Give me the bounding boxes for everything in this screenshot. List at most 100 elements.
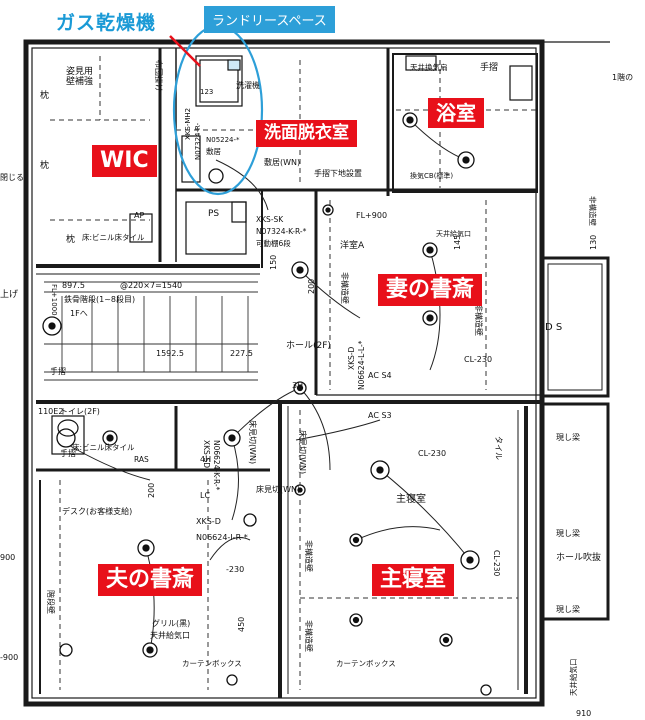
- label-d8975: 897.5: [62, 281, 85, 290]
- label-tairu: タイル: [494, 436, 503, 460]
- label-kaidan-kabe: 階段壁: [46, 590, 56, 614]
- label-d15925: 1592.5: [156, 349, 184, 358]
- label-n130: 130: [589, 235, 598, 250]
- gas-dryer-label: ガス乾燥機: [56, 12, 157, 34]
- label-n06624-ir: N06624-I-R-*: [196, 533, 248, 542]
- label-ikkai: 1階の: [612, 72, 633, 82]
- label-carten2: カーテンボックス: [336, 659, 396, 668]
- label-lc: LC: [200, 491, 210, 500]
- label-yuka-mikiri2: 床見切(WN): [248, 420, 258, 464]
- label-tenjo-kyuki3: 天井給気口: [150, 630, 190, 640]
- label-kado-6dan: 可動棚6段: [256, 238, 291, 248]
- label-ac-s4: AC S4: [368, 371, 392, 380]
- label-toire2f: トイレ(2F): [60, 407, 100, 416]
- label-xks-sk: XKS-SK: [256, 215, 284, 224]
- label-n145: 145: [453, 235, 462, 250]
- label-hikozo-kabe5: 非構造壁: [588, 196, 598, 226]
- master-bedroom-label: 主寝室: [372, 564, 455, 596]
- label-agari: 上げ: [0, 289, 18, 300]
- label-tenjo-kyuki1: 天井給気口: [436, 229, 471, 238]
- label-xks-mh2: XKS-MH2: [184, 108, 192, 140]
- label-ap: AP: [134, 211, 144, 220]
- label-xks-sd: XKS-SD: [202, 440, 211, 468]
- label-ac-s3: AC S3: [368, 411, 392, 420]
- wife-study-label: 妻の書斎: [378, 274, 483, 306]
- label-shushinshitsu: 主寝室: [396, 492, 426, 505]
- label-sugatami: 姿見用: [66, 65, 93, 77]
- label-n06624-kr: N06624-K-R-*: [212, 440, 221, 491]
- outer-walls: [23, 39, 610, 707]
- label-n1000: FL+1000: [50, 284, 58, 316]
- label-kanki-cb: 換気CB(標準): [410, 171, 453, 180]
- label-cl230d: -230: [226, 565, 244, 574]
- label-grill: グリル(黒): [152, 618, 190, 628]
- label-f1he: 1Fへ: [70, 309, 88, 318]
- label-cl230a: CL-230: [464, 355, 492, 364]
- label-makura3: 枕: [66, 233, 75, 245]
- label-sentakuki: 洗濯機: [236, 80, 260, 90]
- label-desk: デスク(お客様支給): [62, 506, 132, 516]
- label-carten1: カーテンボックス: [182, 659, 242, 668]
- label-n200a: 200: [147, 483, 156, 498]
- label-h4: 4H: [200, 455, 211, 464]
- label-utsushi2: 現し梁: [556, 529, 580, 538]
- label-tenjo-kanki: 天井換気扇: [410, 62, 448, 72]
- label-yoshitsu-a: 洋室A: [340, 239, 365, 251]
- bathroom-label: 浴室: [428, 98, 484, 128]
- label-tenjo-kyuki2: 天井給気口: [568, 659, 578, 697]
- label-n07324-r: N07324-R-: [194, 122, 202, 160]
- label-xks-d1: XKS-D: [347, 346, 356, 370]
- room-labels: 枕 枕 枕 姿見用 壁補強 天井換気扇 手摺 洗濯機 123 手摺下地設置 敷居…: [0, 61, 633, 718]
- label-d220: @220×7=1540: [120, 281, 182, 290]
- label-d900b: -900: [0, 653, 18, 662]
- laundry-space-label: ランドリースペース: [204, 6, 335, 33]
- label-kabe-hokyo: 壁補強: [66, 75, 93, 87]
- label-ds: D S: [545, 322, 562, 333]
- label-h3: 3H: [292, 381, 303, 390]
- label-hall2f: ホール(2F): [286, 340, 331, 351]
- label-ps: PS: [208, 209, 219, 219]
- washroom-label: 洗面脱衣室: [256, 120, 357, 147]
- label-yuka-mikiri3: 床見切(WN): [298, 430, 308, 474]
- label-n150: 150: [269, 255, 278, 270]
- bath-fixtures: [51, 55, 533, 455]
- label-hall-fukinuke: ホール吹抜: [556, 551, 601, 563]
- label-utsushi1: 現し梁: [556, 433, 580, 442]
- label-yuka-mikiri1: 床見切(WN): [256, 484, 300, 494]
- label-n200b: 200: [307, 279, 316, 294]
- label-n06624-l1: N06624-L-L-*: [357, 340, 366, 390]
- wic-label: WIC: [92, 145, 157, 177]
- label-d910: 910: [576, 709, 591, 718]
- label-makura1: 枕: [40, 89, 49, 101]
- label-cl230c: CL-230: [492, 550, 501, 577]
- label-tesuri-shita: 手摺下地設置: [314, 168, 362, 178]
- label-tekkotsu: 鉄骨階段(1~8段目): [64, 294, 135, 304]
- label-n05224: N05224-*: [206, 136, 240, 144]
- label-yuka-vinyl2: 床:ビニル床タイル: [72, 442, 135, 452]
- label-n07324-kr: N07324-K-R-*: [256, 227, 307, 236]
- husband-study-label: 夫の書斎: [98, 564, 203, 596]
- label-hikozo-kabe3: 非構造壁: [304, 540, 314, 572]
- gas-dryer-pointer: [169, 35, 201, 67]
- label-tesuri3: 手摺: [60, 448, 76, 458]
- label-n450: 450: [237, 617, 246, 632]
- label-code-123: 123: [200, 88, 213, 96]
- dashed-lines: [50, 56, 536, 690]
- label-d900a: 900: [0, 553, 15, 562]
- label-rasu: RAS: [134, 455, 149, 464]
- label-tesuri1: 手摺: [480, 61, 498, 73]
- label-fl900: FL+900: [356, 211, 387, 220]
- label-xks-d2: XKS-D: [196, 517, 221, 526]
- label-utsushi3: 現し梁: [556, 605, 580, 614]
- label-makura2: 枕: [40, 159, 49, 171]
- label-d110e2: 110E2: [38, 407, 63, 416]
- label-tojiru: 閉じる: [0, 173, 24, 182]
- label-hikozo-kabe1: 非構造壁: [340, 272, 350, 304]
- label-cl230b: CL-230: [418, 449, 446, 458]
- label-hikozo-kabe4: 非構造壁: [304, 620, 314, 652]
- label-nuno-kake: 布団掛け: [154, 60, 164, 92]
- label-tesuri2: 手摺: [50, 366, 66, 376]
- label-shikii: 敷居: [206, 146, 221, 156]
- label-shikii-wn: 敷居(WN): [264, 157, 300, 167]
